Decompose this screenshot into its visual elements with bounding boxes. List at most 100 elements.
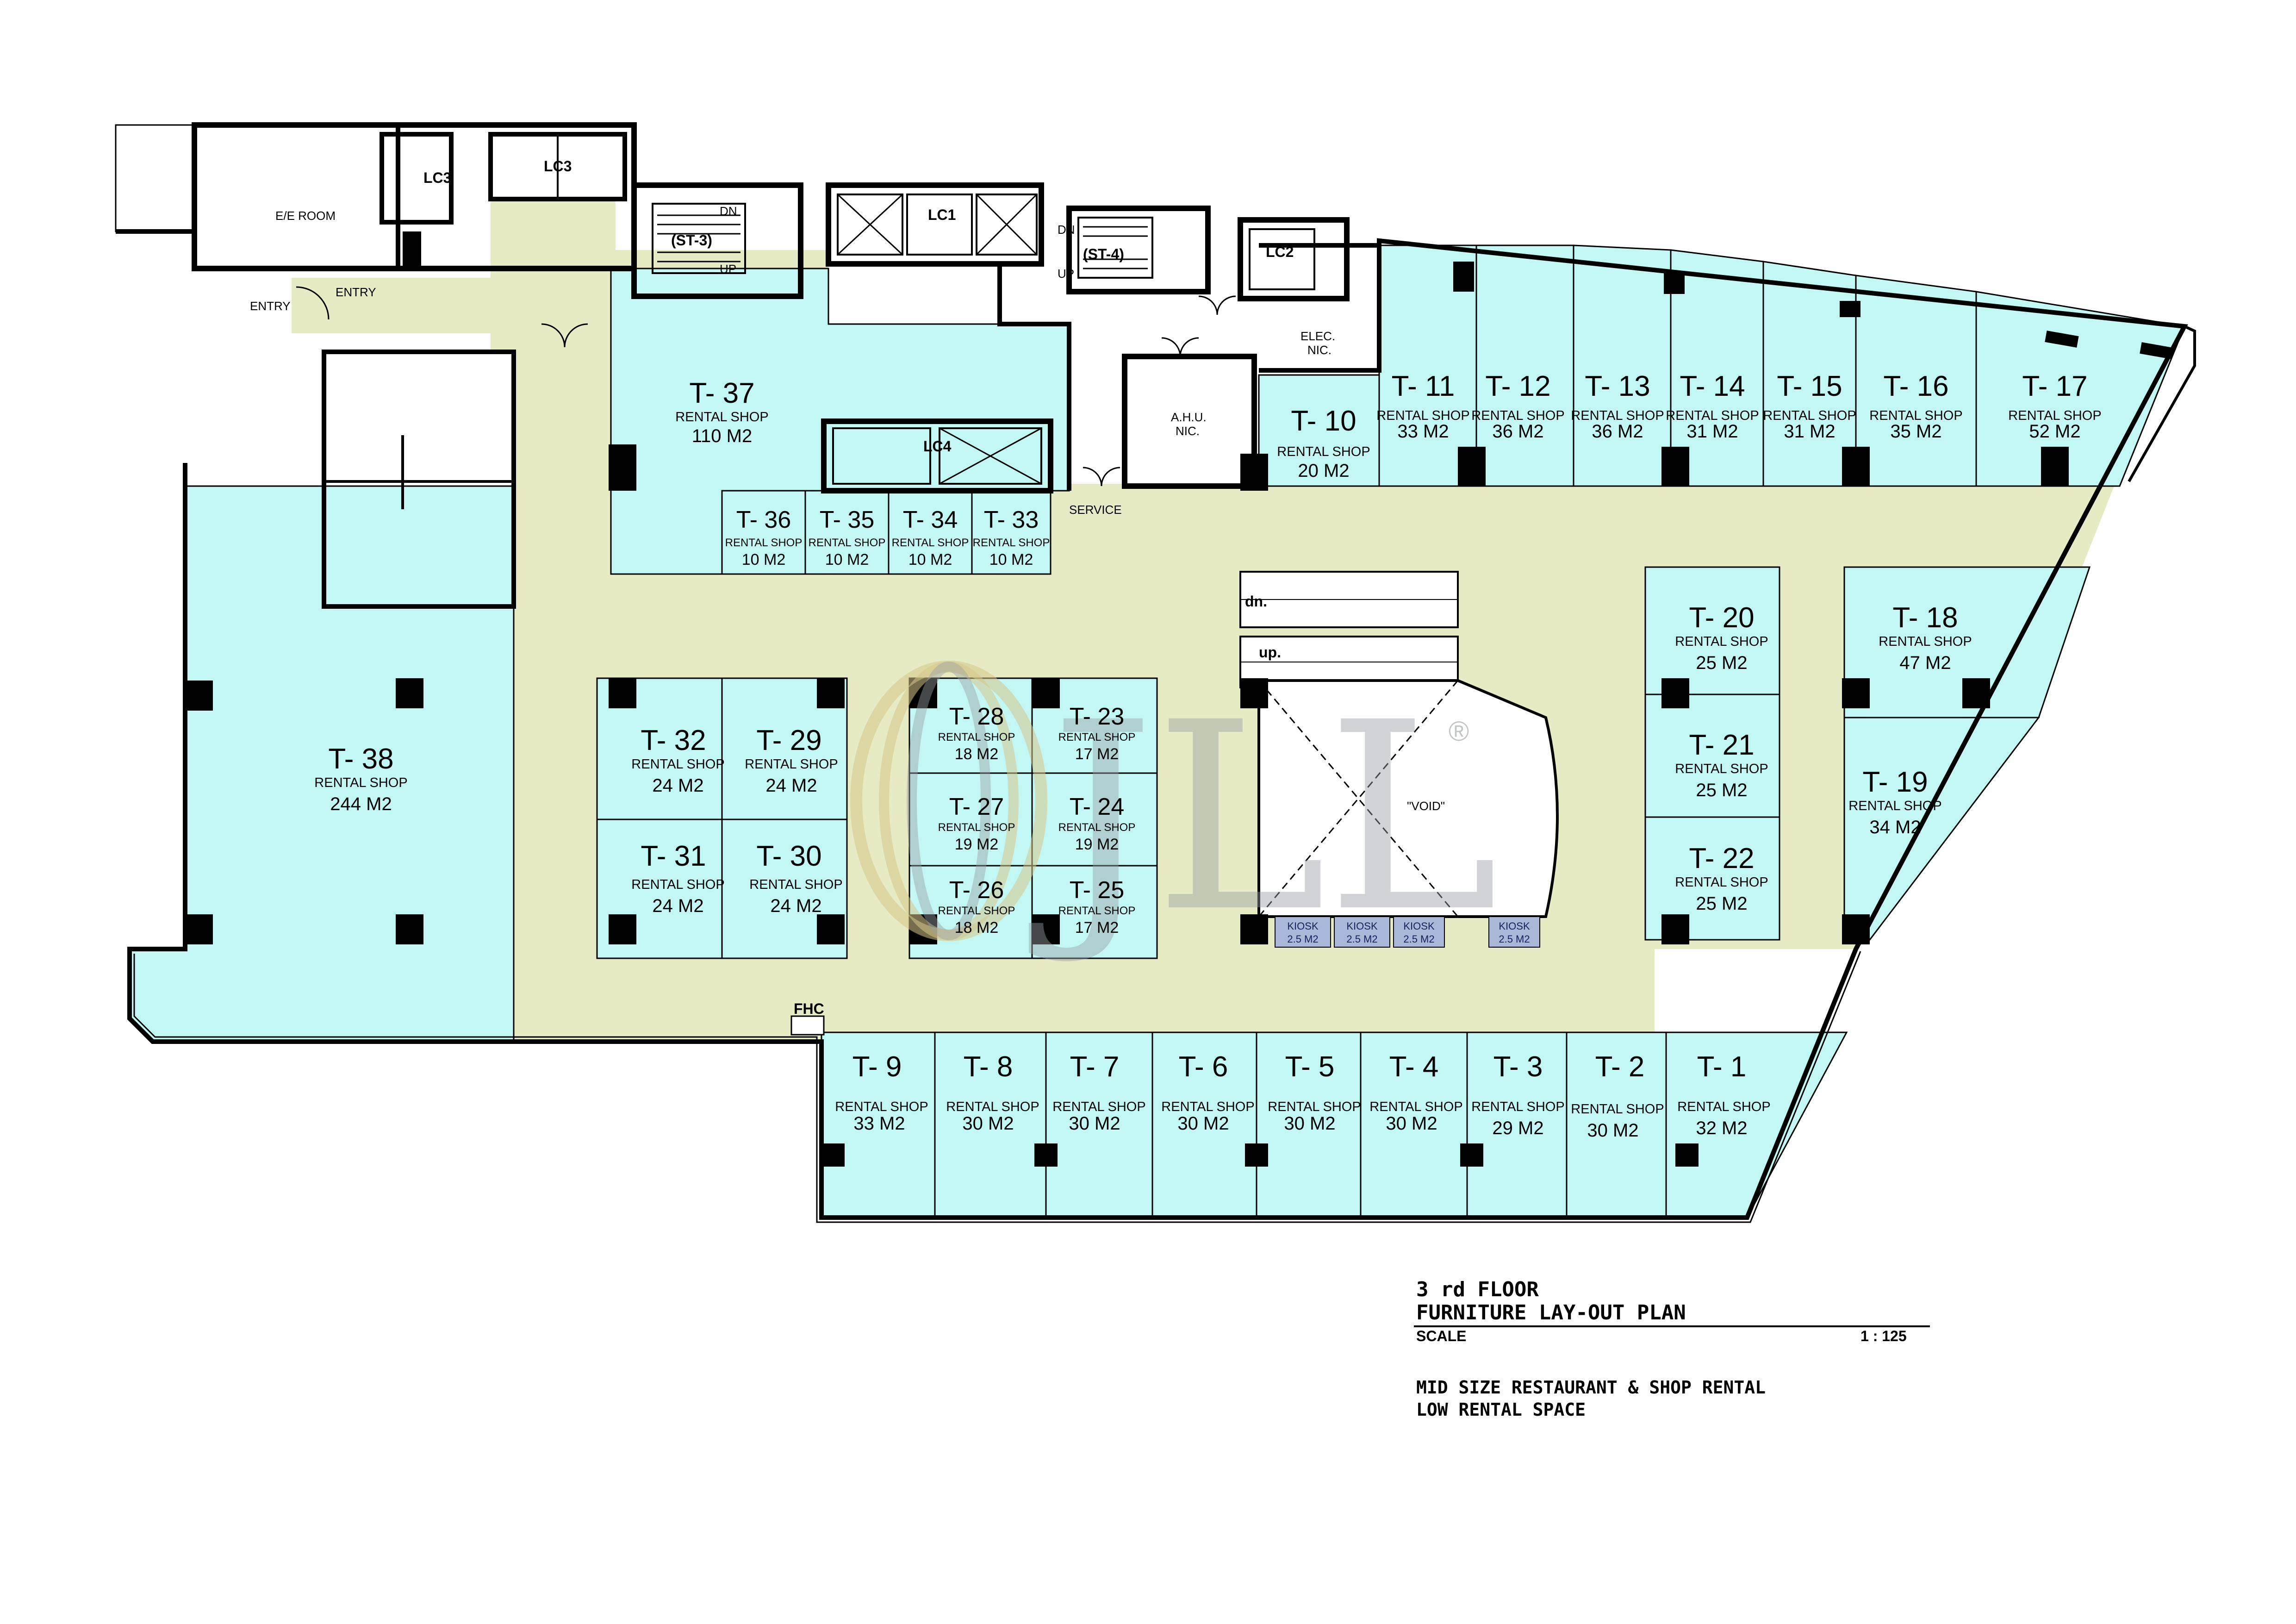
shop-t38-area-value: 244 M2 [330, 794, 392, 814]
shop-t5-area[interactable] [1256, 1031, 1362, 1218]
core-walls [115, 122, 1381, 609]
shop-t23-id: T- 23 [1070, 703, 1125, 730]
shop-t11-id: T- 11 [1392, 370, 1455, 402]
shop-t26-label: RENTAL SHOP [938, 905, 1015, 917]
shop-t13-area-value: 36 M2 [1592, 421, 1643, 442]
kiosk-1[interactable] [1275, 916, 1331, 948]
shop-t30-id: T- 30 [756, 840, 821, 872]
shop-t14-id: T- 14 [1680, 370, 1745, 402]
shop-t27-id: T- 27 [949, 793, 1004, 820]
stair-st3-hatch [657, 214, 740, 262]
shop-t20-label: RENTAL SHOP [1675, 634, 1768, 649]
shop-t37-label: RENTAL SHOP [675, 410, 768, 425]
st4-up-label: UP [1058, 267, 1074, 281]
shop-t29-area-value: 24 M2 [765, 775, 817, 796]
escalator-up-label: up. [1259, 644, 1281, 661]
shop-t3-area[interactable] [1466, 1031, 1568, 1218]
shop-t6-id: T- 6 [1179, 1051, 1228, 1083]
shop-t3-label: RENTAL SHOP [1471, 1099, 1564, 1114]
st3-up-label: UP [720, 262, 736, 276]
shop-t5-area-value: 30 M2 [1284, 1113, 1335, 1134]
shop-t6-area[interactable] [1151, 1031, 1257, 1218]
kiosk-2-area: 2.5 M2 [1346, 933, 1377, 945]
shop-t6-label: RENTAL SHOP [1161, 1099, 1254, 1114]
shop-t35-area[interactable] [804, 490, 890, 575]
shop-t15-area-value: 31 M2 [1784, 421, 1835, 442]
shop-t16-area-value: 35 M2 [1890, 421, 1941, 442]
shop-t5-id: T- 5 [1285, 1051, 1335, 1083]
shop-t17-id: T- 17 [2022, 370, 2087, 402]
shop-t4-area-value: 30 M2 [1386, 1113, 1437, 1134]
shop-t2-area[interactable] [1566, 1031, 1667, 1218]
shop-t30-area-value: 24 M2 [770, 896, 821, 916]
lc2-label: LC2 [1266, 244, 1294, 260]
shop-t32-label: RENTAL SHOP [631, 757, 724, 772]
lc3-b-label: LC3 [544, 158, 572, 175]
shop-t25-id: T- 25 [1070, 877, 1125, 904]
shop-t38-id: T- 38 [328, 743, 393, 775]
shop-t28-id: T- 28 [949, 703, 1004, 730]
shop-t7-label: RENTAL SHOP [1052, 1099, 1145, 1114]
shop-t12-area-value: 36 M2 [1492, 421, 1543, 442]
shop-t37-id: T- 37 [689, 377, 754, 409]
title-plan: FURNITURE LAY-OUT PLAN [1416, 1301, 1686, 1324]
shop-t38-label: RENTAL SHOP [314, 775, 407, 790]
shop-t14-area-value: 31 M2 [1686, 421, 1738, 442]
kiosk-1-label: KIOSK [1287, 920, 1319, 932]
lc4-label: LC4 [923, 438, 952, 455]
shop-t28-area-value: 18 M2 [955, 745, 999, 763]
shop-t32-area-value: 24 M2 [652, 775, 703, 796]
shop-t13-label: RENTAL SHOP [1571, 408, 1664, 423]
kiosks [1275, 916, 1540, 948]
escalators[interactable] [1239, 571, 1459, 688]
kiosk-4[interactable] [1488, 916, 1540, 948]
shop-t5-label: RENTAL SHOP [1268, 1099, 1361, 1114]
shop-labels: T- 38 RENTAL SHOP 244 M2 T- 37 RENTAL SH… [314, 370, 2101, 1141]
service-label: SERVICE [1069, 503, 1122, 517]
shop-t24-label: RENTAL SHOP [1058, 821, 1136, 834]
shop-t22-label: RENTAL SHOP [1675, 875, 1768, 890]
shop-t24-id: T- 24 [1070, 793, 1125, 820]
ahu-label-2: NIC. [1176, 424, 1200, 438]
jll-watermark: JLL ® [850, 661, 1499, 969]
shop-t33-id: T- 33 [984, 506, 1039, 533]
shop-t13-id: T- 13 [1585, 370, 1650, 402]
shop-t20-area[interactable] [1644, 566, 1780, 695]
kiosk-3[interactable] [1393, 916, 1445, 948]
shop-t24-area-value: 19 M2 [1075, 836, 1119, 853]
shop-t31-area-value: 24 M2 [652, 896, 703, 916]
shop-t17-label: RENTAL SHOP [2008, 408, 2101, 423]
shop-t18-area-value: 47 M2 [1899, 653, 1951, 673]
shop-t34-id: T- 34 [903, 506, 958, 533]
shop-t12-area[interactable] [1475, 244, 1574, 487]
shop-t29-label: RENTAL SHOP [745, 757, 838, 772]
void-area [1257, 679, 1559, 918]
kiosk-3-label: KIOSK [1403, 920, 1435, 932]
scale-label: SCALE [1416, 1328, 1466, 1344]
shop-t8-area-value: 30 M2 [962, 1113, 1014, 1134]
st3-label: (ST-3) [671, 232, 712, 249]
shop-t36-area-value: 10 M2 [742, 551, 786, 568]
title-floor: 3 rd FLOOR [1416, 1278, 1539, 1301]
shop-t17-area[interactable] [1975, 291, 2186, 487]
shop-t36-area[interactable] [721, 490, 806, 575]
shop-t21-label: RENTAL SHOP [1675, 762, 1768, 776]
shop-t4-area[interactable] [1360, 1031, 1468, 1218]
kiosk-4-area: 2.5 M2 [1499, 933, 1530, 945]
shop-t18-label: RENTAL SHOP [1879, 634, 1972, 649]
shop-t19-id: T- 19 [1862, 766, 1928, 798]
kiosk-2-label: KIOSK [1346, 920, 1378, 932]
shop-t7-area[interactable] [1045, 1031, 1153, 1218]
shop-t29-id: T- 29 [756, 725, 821, 756]
kiosk-labels: KIOSK 2.5 M2 KIOSK 2.5 M2 KIOSK 2.5 M2 K… [1287, 920, 1530, 945]
shop-t36-label: RENTAL SHOP [725, 537, 803, 549]
shop-t9-area[interactable] [821, 1031, 936, 1218]
shop-t20-area-value: 25 M2 [1696, 653, 1747, 673]
kiosk-2[interactable] [1334, 916, 1390, 948]
shop-t33-area[interactable] [971, 490, 1052, 575]
shop-t19-area-value: 34 M2 [1869, 817, 1921, 837]
shop-t8-label: RENTAL SHOP [946, 1099, 1039, 1114]
shop-t13-area[interactable] [1573, 244, 1672, 487]
shop-t21-area[interactable] [1644, 693, 1780, 818]
